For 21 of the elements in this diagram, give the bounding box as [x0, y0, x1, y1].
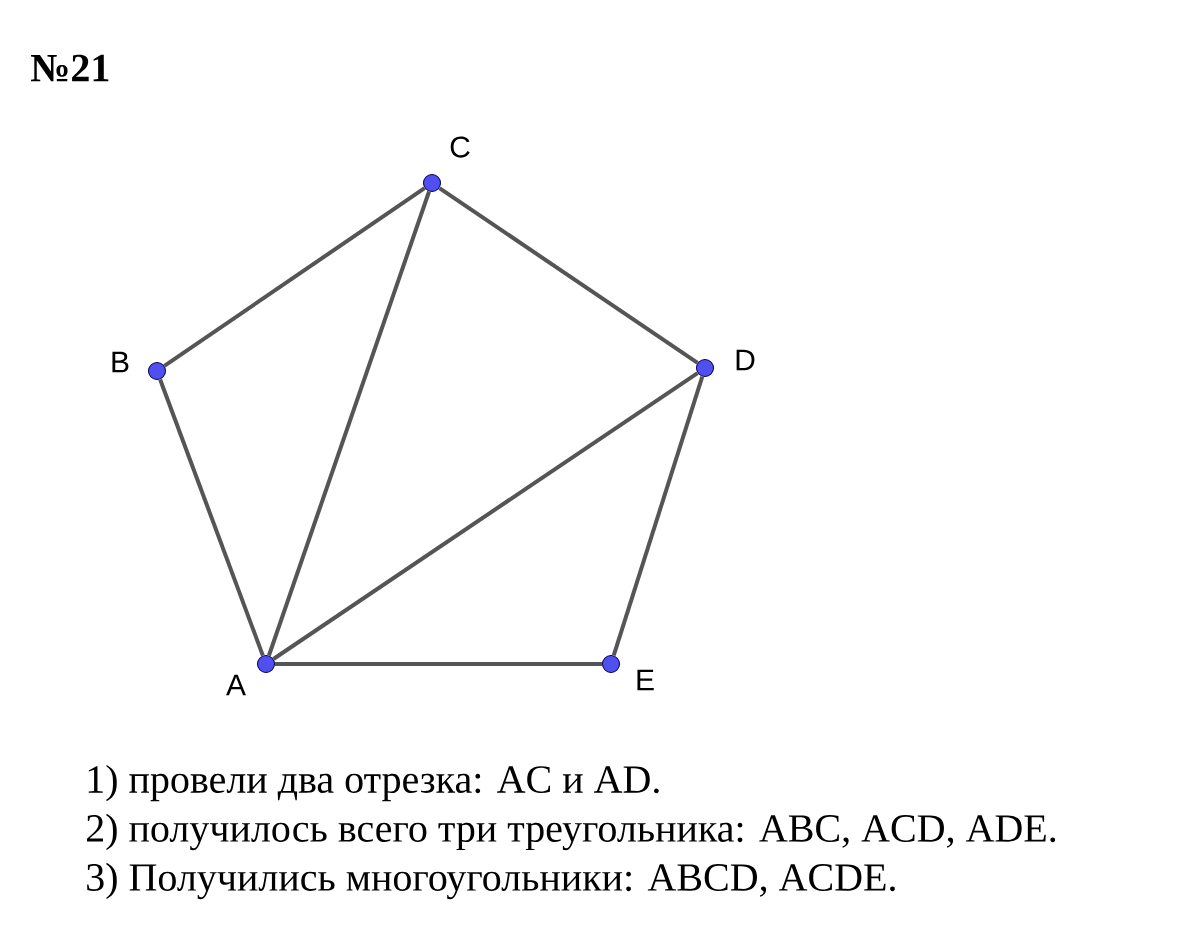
line-segment	[438, 186, 699, 365]
point-label: C	[450, 136, 470, 158]
point	[696, 359, 714, 377]
line-segment	[275, 662, 602, 666]
answer-line: 2) получилось всего три треугольника: ABC, ACD, ADE.	[86, 813, 1056, 851]
title: №21	[30, 54, 109, 82]
line-segment	[272, 371, 699, 661]
line-segment	[611, 375, 705, 657]
point-label: E	[637, 669, 654, 691]
line-segment	[163, 186, 426, 368]
line-segment	[158, 378, 265, 657]
point-label: D	[736, 349, 755, 371]
point-label: B	[112, 351, 129, 373]
point	[148, 362, 166, 380]
point	[257, 655, 275, 673]
answer-line: 3) Получились многоугольники: ABCD, ACDE.	[87, 862, 895, 900]
point-label: A	[226, 674, 246, 696]
answer-line: 1) провели два отрезка: AC и AD.	[88, 764, 659, 802]
line-segment	[267, 190, 431, 657]
point	[602, 655, 620, 673]
point	[423, 174, 441, 192]
